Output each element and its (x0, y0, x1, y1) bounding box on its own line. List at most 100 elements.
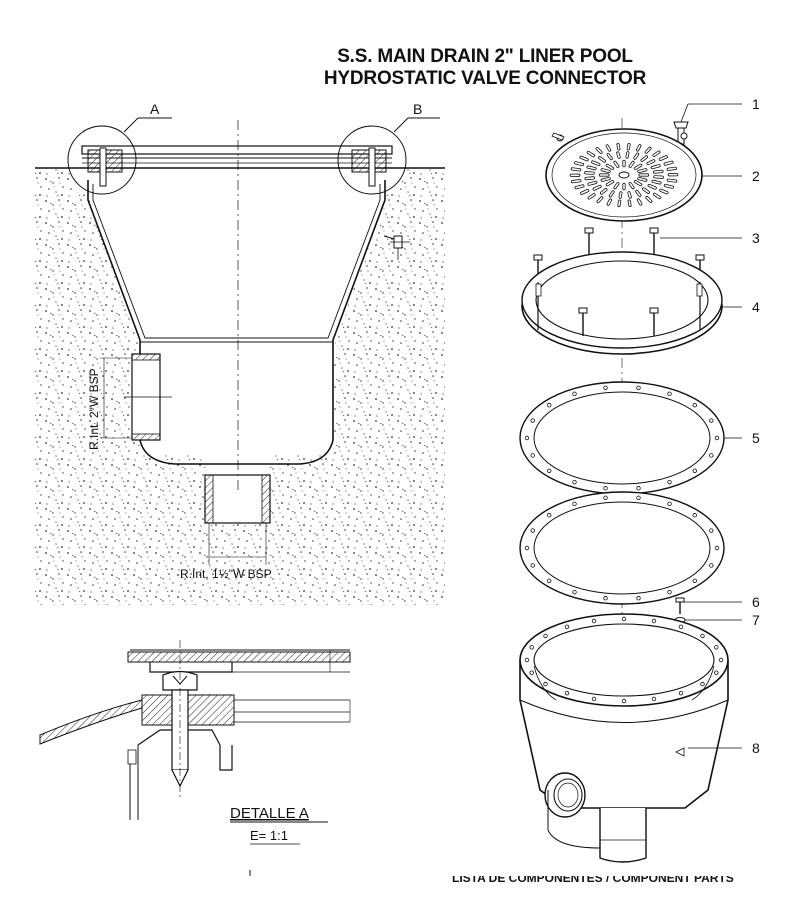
grate-top (81, 145, 393, 155)
grate-slot-inner (575, 185, 584, 189)
bolt-hole (678, 690, 684, 696)
bolt-hole (636, 596, 641, 601)
bolt-hole (714, 645, 719, 650)
bolt-hole (667, 391, 672, 397)
grate-slot-inner (664, 161, 673, 165)
grate-slot-inner (587, 151, 595, 157)
grate-slot-inner (628, 200, 631, 207)
bolt-hole (572, 589, 577, 595)
grate-slot-inner (634, 180, 642, 186)
bolt-hole (603, 495, 608, 500)
bolt-hole (718, 657, 724, 663)
part-label-1: 1 (752, 96, 760, 112)
grate-slot-inner (628, 191, 631, 198)
bolt-hole (564, 690, 570, 696)
grate-slot-inner (652, 180, 661, 184)
grate-slot-inner (596, 147, 602, 154)
grate-slot-inner (626, 151, 629, 158)
grate-slot-inner (585, 177, 595, 180)
bolt-hole (636, 385, 641, 390)
bolt-hole (709, 528, 714, 533)
part-8-body (519, 613, 742, 863)
bolt-hole (564, 624, 570, 630)
grate-slot-inner (667, 179, 677, 182)
bolt-hole (621, 616, 627, 622)
screw-left (99, 147, 107, 187)
part-label-5: 5 (752, 430, 760, 446)
grate-slot-inner (591, 161, 600, 166)
grate-slot-inner (629, 182, 634, 189)
detail-scale: E= 1:1 (250, 828, 288, 843)
bolt-hole (700, 681, 705, 687)
bolt-hole (651, 696, 657, 702)
bolt-hole (714, 545, 720, 551)
grate-slot-inner (664, 184, 674, 188)
bolt-hole (572, 479, 577, 485)
bolt-hole (692, 578, 697, 583)
part-label-6: 6 (752, 594, 760, 610)
grate-slot-inner (574, 162, 584, 166)
bolt-hole (591, 696, 597, 702)
grate-slot-inner (571, 168, 581, 171)
bolt-hole (667, 501, 672, 507)
grate-slot-inner (637, 199, 642, 205)
footer-crop-mask (440, 868, 800, 876)
grate-slot-inner (600, 188, 607, 194)
grate-slot-inner (619, 192, 622, 199)
bolt-hole (524, 435, 530, 441)
bolt-hole (547, 578, 552, 583)
bolt-hole (524, 657, 530, 663)
callout-circle-a (67, 125, 137, 195)
bolt-hole (547, 513, 552, 518)
grate-slot-inner (597, 197, 603, 203)
grate-slot-inner (607, 199, 612, 205)
part-3-screws (533, 227, 742, 282)
detail-a (39, 640, 351, 820)
dim-bottom-outlet: R.Int. 1½"W BSP (180, 567, 272, 581)
callout-label-a: A (150, 101, 160, 117)
grate-slot-inner (601, 177, 610, 182)
part-5-gasket (519, 381, 742, 495)
bolt-hole (543, 681, 548, 687)
grate-slot-inner (587, 166, 596, 170)
grate-slot-inner (646, 196, 652, 203)
grate-slot-inner (614, 182, 619, 189)
detail-title: DETALLE A (230, 805, 309, 822)
grate-slot-inner (606, 145, 611, 151)
grate-slot-inner (606, 180, 614, 186)
part-label-8: 8 (752, 740, 760, 756)
grate-slot-inner (645, 147, 651, 153)
grate-slot-inner (614, 161, 619, 168)
bolt-hole (709, 563, 714, 568)
grate-slot-inner (588, 181, 597, 185)
grate-slot-inner (593, 185, 601, 190)
part-label-4: 4 (752, 299, 760, 315)
bolt-hole (547, 403, 552, 408)
hydrostatic-valve-fitting (383, 235, 410, 260)
part-5-gasket-2 (519, 491, 725, 605)
callout-leader-b (393, 117, 409, 133)
bolt-hole (667, 479, 672, 485)
bolt-hole (591, 618, 597, 624)
bolt-hole (714, 670, 719, 675)
callout-leader-a (123, 117, 139, 133)
bolt-hole (678, 624, 684, 630)
grate-slot-inner (648, 184, 657, 189)
part-2-grate (545, 128, 742, 222)
drain-body-inner (92, 184, 381, 339)
grate-slot-inner (638, 177, 647, 182)
grate-slot-inner (629, 161, 634, 168)
bolt-hole (667, 589, 672, 595)
grate-slot-inner (580, 156, 588, 161)
side-outlet (100, 353, 172, 441)
grate-slot-inner (667, 167, 677, 171)
grate-slot-inner (617, 143, 620, 150)
grate-slot-inner (580, 189, 589, 195)
section-view: A B R.Int. 2"W BSP R. (35, 101, 445, 605)
bolt-hole (700, 633, 705, 639)
grate-slot-inner (651, 165, 660, 169)
part-label-7: 7 (752, 612, 760, 628)
bolt-hole (636, 495, 641, 500)
bolt-hole (530, 418, 535, 423)
grate-slot-inner (601, 168, 610, 173)
